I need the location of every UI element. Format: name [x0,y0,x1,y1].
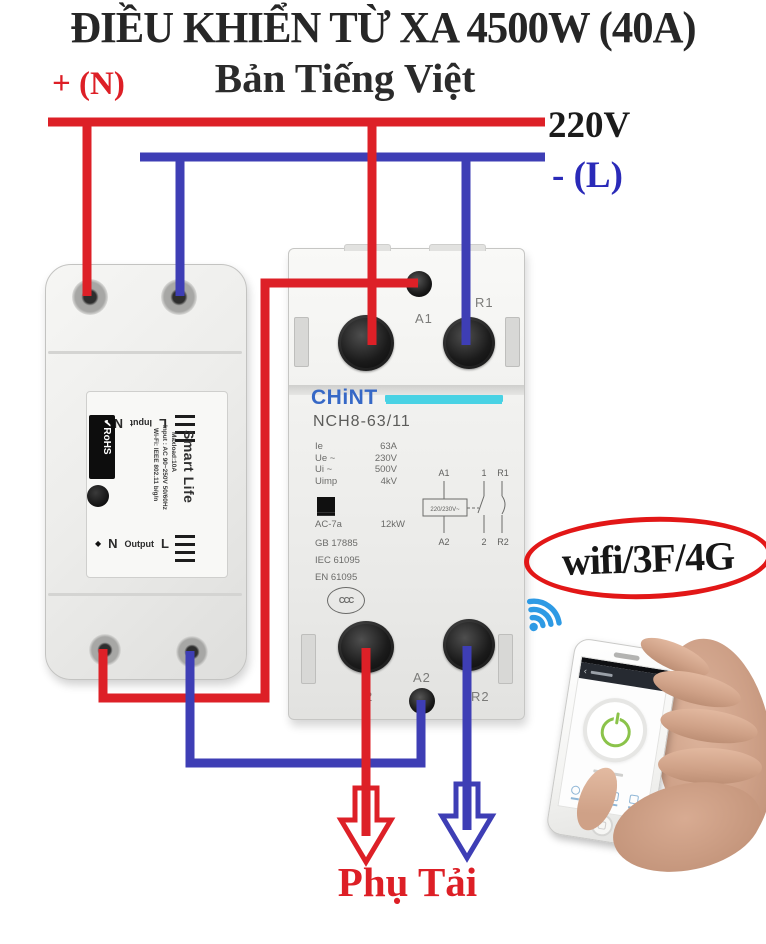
input-n-label: N [113,416,124,431]
contactor-terminal-a1-screw [338,315,394,371]
hand-holding-phone: ‹ [545,628,766,885]
rohs-badge: ✔RoHS [89,415,115,479]
contactor-terminal-r2-screw [443,619,495,671]
contactor-terminal-r1-screw [443,317,495,369]
line-label: - (L) [552,155,623,196]
ccc-logo: CCC [327,587,365,614]
contactor-spec-table: Ie 63A Ue ~ 230V Ui ~ 500V Uimp 4kV [315,441,397,487]
spec-value: 63A [380,441,397,452]
contactor-device: A1 R1 CHiNT NCH8-63/11 Ie 63A Ue ~ 230V Ui… [288,244,525,720]
spec-key: Ue ~ [315,452,336,464]
switch-input-terminal-l [72,279,108,315]
output-diamond-icon: ◆ [95,539,102,548]
standard-line: IEC 61095 [315,555,360,566]
schematic-a1: A1 [438,468,449,478]
switch-spec-maxload: Maxload:10A [170,432,177,473]
spec-value: 500V [374,464,397,475]
schematic-r1: R1 [497,468,509,478]
output-word-label: Output [124,538,155,549]
terminal-a2-label: A2 [413,670,431,685]
contactor-model: NCH8-63/11 [313,413,411,430]
neutral-label: + (N) [52,66,125,102]
app-title-placeholder [590,670,613,677]
spec-key: Uimp [315,475,338,487]
terminal-r2-label: R2 [471,689,490,704]
din-clip-slot [498,634,513,684]
voltage-label: 220V [548,105,631,146]
wifi-icon [526,598,562,632]
contactor-schematic: A1 1 R1 220/230V~ A2 2 R2 [422,468,509,547]
din-clip-slot [294,317,309,367]
contactor-top-notch [344,244,391,251]
standard-line: GB 17885 [315,538,358,549]
schematic-coil: 220/230V~ [430,507,460,513]
terminal-a1-label: A1 [415,311,433,326]
spec-key: Ie [315,441,323,452]
standard-line: EN 61095 [315,572,358,583]
schematic-a2: A2 [438,537,449,547]
smart-switch-device: L Input N ✔RoHS Wi-Fi: IEEE 802.11 b/g/n… [45,264,247,680]
switch-pairing-button [87,485,109,507]
output-l-label: L [161,536,169,551]
terminal-r1-label: R1 [475,295,494,310]
switch-label-plate: L Input N ✔RoHS Wi-Fi: IEEE 802.11 b/g/n… [86,391,228,578]
switch-output-terminal-l [89,634,121,666]
app-power-button [578,693,652,767]
schematic-2: 2 [481,537,486,547]
switch-output-terminal-n [176,636,208,668]
phone-speaker [613,652,640,662]
output-n-label: N [108,536,118,551]
switch-input-terminal-n [161,279,197,315]
page-title: ĐIỀU KHIỂN TỪ XA 4500W (40A) [70,3,696,52]
schematic-r2: R2 [497,537,509,547]
spec-key: Ui ~ [315,464,333,475]
spec-value: 4kV [380,475,397,487]
din-clip-slot [301,634,316,684]
contactor-terminal-1-screw [406,271,432,297]
switch-spec-wifi: Wi-Fi: IEEE 802.11 b/g/n [152,428,159,502]
contactor-top-notch [429,244,486,251]
switch-brand: Smart Life [181,430,197,504]
rated-power: 12kW [380,519,405,530]
contactor-terminal-a2-screw [409,688,435,714]
schematic-1: 1 [481,468,486,478]
contactor-terminal-2-screw [338,621,394,673]
connectivity-badge-label: wifi/3F/4G [561,532,735,584]
back-chevron-icon: ‹ [583,665,588,676]
input-word-label: Input [130,418,153,429]
contactor-standards: GB 17885 IEC 61095 EN 61095 [315,535,360,586]
switch-top-seam [48,351,242,354]
rohs-label: ✔RoHS [101,419,112,455]
load-arrow-neutral [437,781,497,863]
contactor-brand: CHiNT [311,386,378,409]
chint-cyan-bar [385,395,503,402]
label-mark [317,497,335,516]
duty-class: AC-7a [315,519,342,530]
page-subtitle: Bản Tiếng Việt [214,55,476,101]
din-clip-slot [505,317,520,367]
load-label: Phụ Tải [337,859,478,905]
switch-spec-input: Input : AC 90~250V 50/60Hz [161,425,168,510]
output-terminal-marks [175,530,195,567]
switch-output-row: ◆ N Output L [95,536,175,551]
spec-value: 230V [374,452,397,464]
terminal-2-label: 2 [365,689,374,704]
switch-bottom-seam [48,593,242,596]
contactor-rating-row: AC-7a 12kW [315,519,405,530]
load-arrow-live [336,785,396,867]
